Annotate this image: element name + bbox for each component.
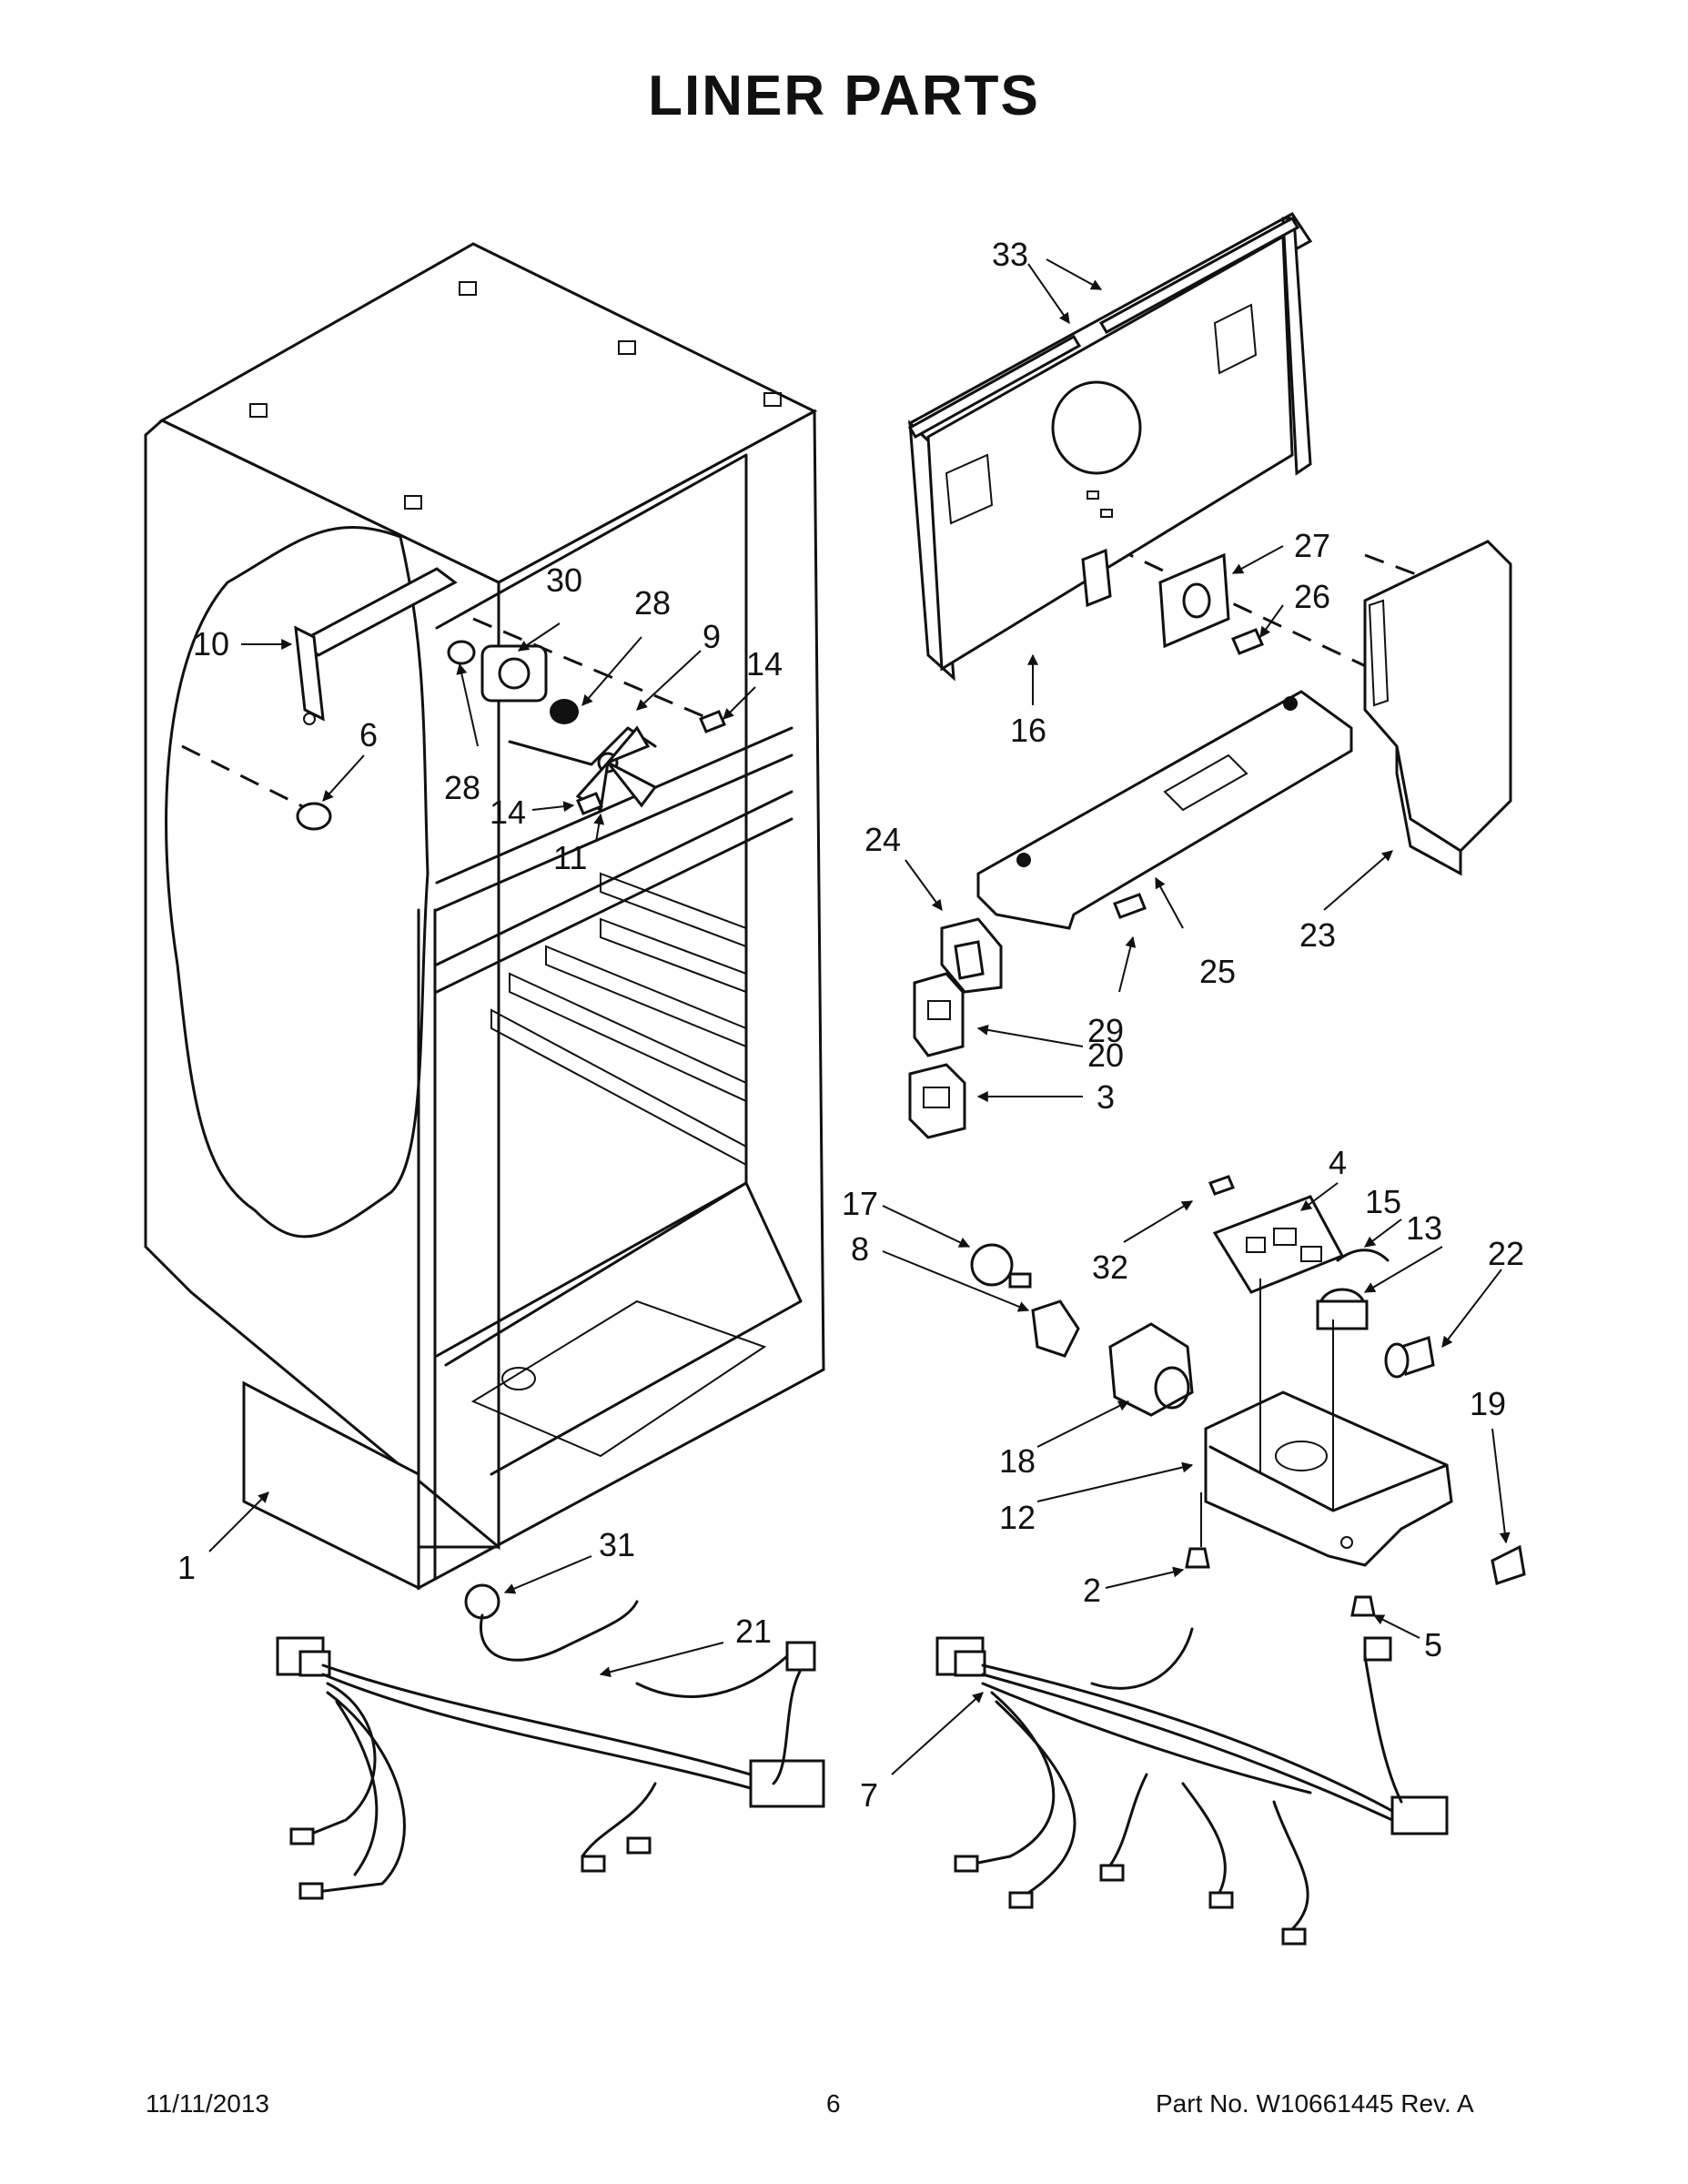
control-board [1212, 1195, 1345, 1294]
callout-14b: 14 [490, 794, 526, 831]
wire-retainer [1336, 1249, 1390, 1262]
light-socket [940, 917, 1003, 994]
footer-part-number: Part No. W10661445 Rev. A [1156, 2089, 1474, 2118]
grommets [447, 640, 579, 724]
fan-motor-bracket [294, 567, 458, 725]
air-duct [1363, 540, 1512, 876]
connector-clip [1491, 1544, 1526, 1585]
cover-screw [1231, 628, 1264, 655]
callout-24: 24 [864, 821, 901, 858]
callout-29: 29 [1087, 1012, 1124, 1049]
shelf-rails [490, 872, 747, 1167]
control-knob [1384, 1336, 1435, 1379]
callout-6: 6 [359, 716, 378, 753]
callout-4: 4 [1329, 1144, 1347, 1181]
callout-2: 2 [1083, 1572, 1101, 1609]
callout-25: 25 [1199, 953, 1236, 990]
plug-button [296, 802, 332, 831]
callout-13: 13 [1406, 1209, 1442, 1247]
light-bulb [970, 1243, 1032, 1289]
insulation-pad [1158, 552, 1230, 649]
temperature-sensor [464, 1583, 639, 1662]
leader-arrows [208, 258, 1511, 1775]
callout-18: 18 [999, 1442, 1036, 1480]
callout-32: 32 [1092, 1249, 1128, 1286]
callout-1: 1 [177, 1549, 196, 1586]
callout-20: 20 [1087, 1036, 1124, 1074]
callout-9: 9 [702, 618, 721, 655]
callout-11: 11 [553, 839, 587, 876]
callout-labels: 1 2 3 4 5 6 7 8 9 10 11 12 13 14 14 15 1… [177, 236, 1524, 1814]
light-shield [1108, 1322, 1194, 1417]
duct-cover [976, 690, 1353, 930]
callout-22: 22 [1488, 1235, 1524, 1272]
control-housing [1204, 1390, 1453, 1567]
evaporator-gaskets [907, 216, 1300, 440]
callout-23: 23 [1299, 916, 1336, 954]
callout-14a: 14 [746, 645, 783, 682]
callout-28b: 28 [444, 769, 480, 806]
callout-28a: 28 [634, 584, 671, 622]
callout-8: 8 [851, 1230, 869, 1268]
callout-12: 12 [999, 1499, 1036, 1536]
callout-16: 16 [1010, 712, 1046, 749]
thermostat [1316, 1288, 1369, 1330]
evaporator-cover [907, 212, 1313, 682]
callout-33: 33 [992, 236, 1028, 273]
callout-17: 17 [842, 1185, 878, 1222]
callout-10: 10 [193, 625, 229, 662]
callout-15: 15 [1365, 1183, 1401, 1220]
duct-screw [1113, 893, 1147, 919]
page-title: LINER PARTS [648, 65, 1040, 127]
callout-30: 30 [546, 561, 582, 599]
lamp-socket [1031, 1299, 1080, 1358]
wire-harness-left [276, 1636, 825, 1900]
switch-clip [908, 1063, 966, 1139]
callout-7: 7 [860, 1776, 878, 1814]
board-screw [1208, 1175, 1235, 1196]
callout-21: 21 [735, 1613, 772, 1650]
callout-5: 5 [1424, 1626, 1442, 1663]
callout-3: 3 [1097, 1078, 1115, 1116]
fan-screws [576, 710, 726, 815]
control-screws [1185, 1547, 1376, 1617]
callout-31: 31 [599, 1526, 635, 1563]
wire-harness-right [935, 1627, 1449, 1946]
wire-runs [1200, 1279, 1334, 1547]
callout-19: 19 [1470, 1385, 1506, 1422]
switch-housing [913, 972, 965, 1057]
footer-page-number: 6 [826, 2089, 841, 2118]
callout-26: 26 [1294, 578, 1330, 615]
liner-cabinet [144, 242, 825, 1591]
footer-date: 11/11/2013 [146, 2089, 269, 2118]
callout-27: 27 [1294, 527, 1330, 564]
